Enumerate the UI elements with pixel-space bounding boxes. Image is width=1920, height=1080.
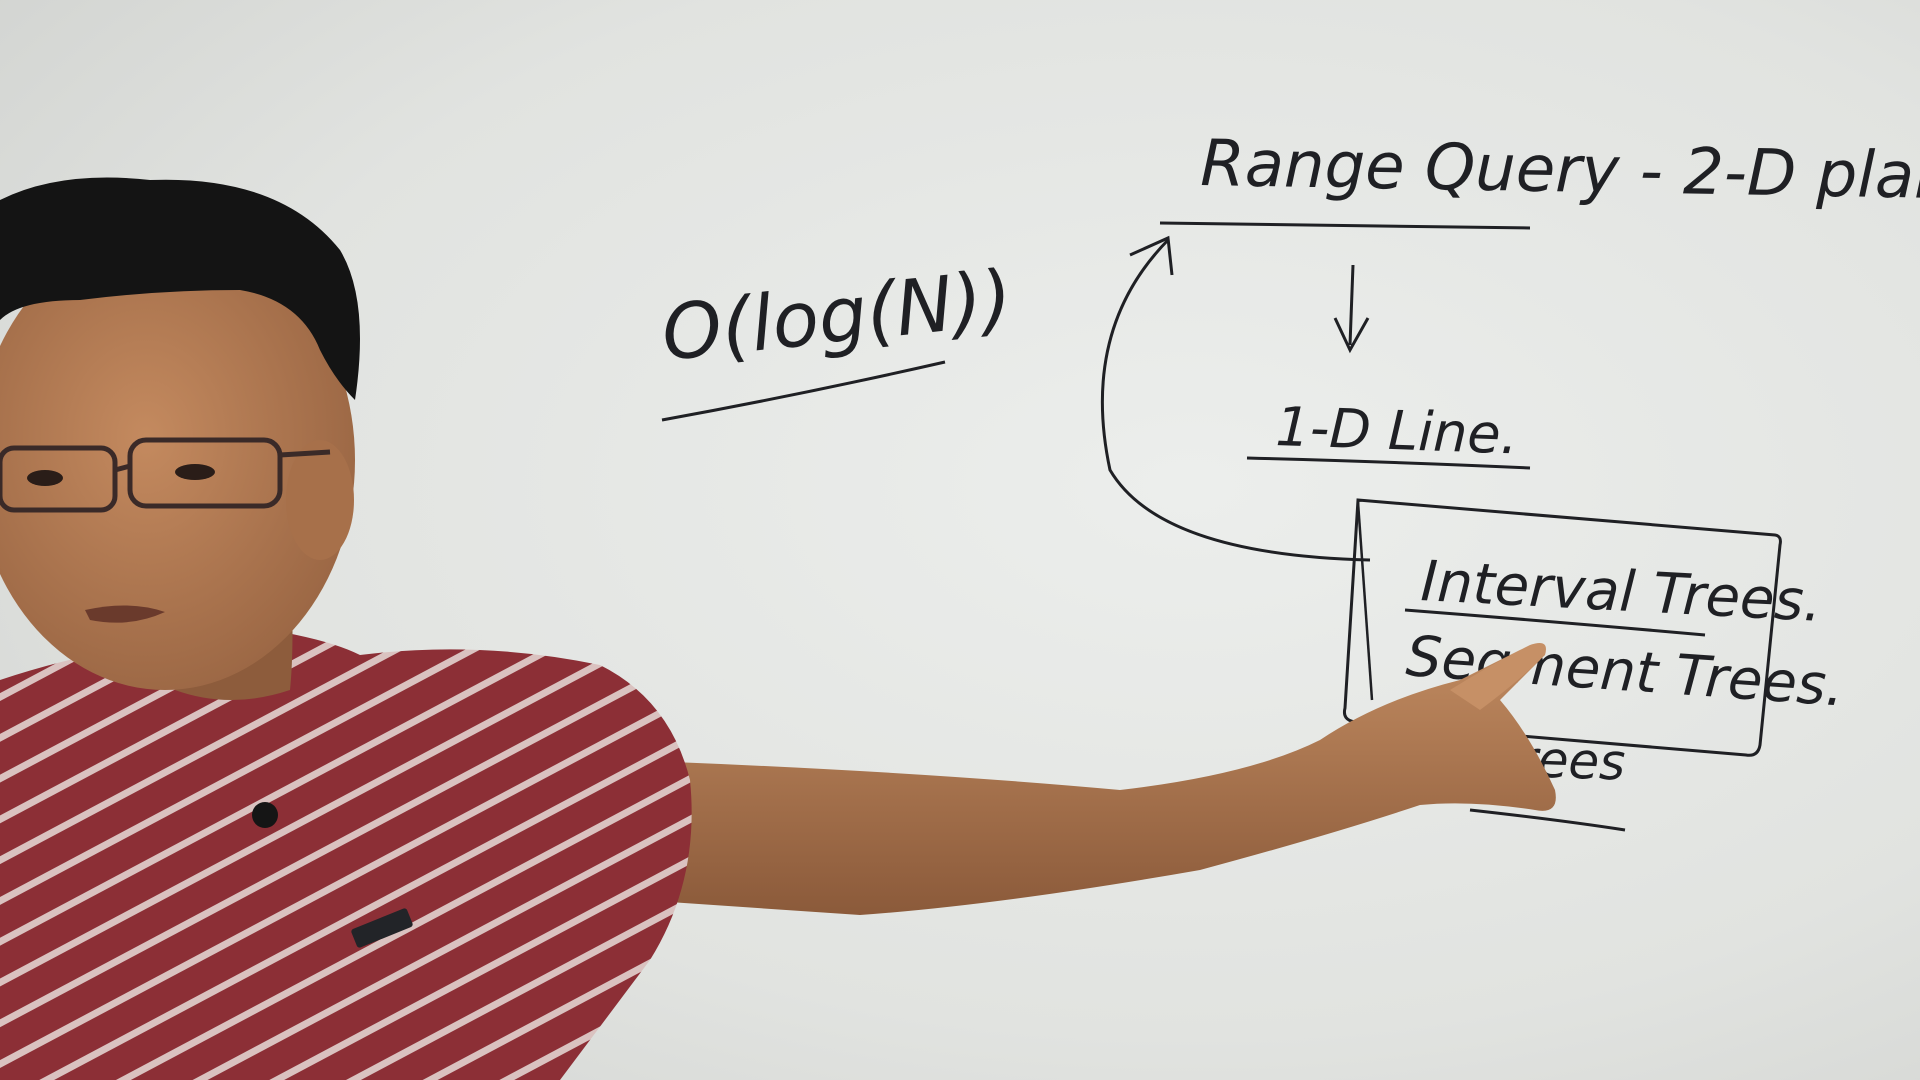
curved-arrow-head: [1129, 235, 1174, 276]
down-arrow-head: [1333, 317, 1370, 354]
down-arrow: [1348, 264, 1355, 346]
below-box-text: Trees: [1490, 729, 1627, 792]
title-text: Range Query - 2-D plane X: [1200, 127, 1920, 216]
line-label-underline: [1246, 456, 1531, 470]
curved-arrow: [1100, 238, 1371, 562]
line-label-text: 1-D Line.: [1275, 395, 1519, 466]
title-underline: [1159, 221, 1531, 230]
box-item-divider: [1404, 608, 1706, 637]
complexity-underline: [661, 360, 946, 422]
